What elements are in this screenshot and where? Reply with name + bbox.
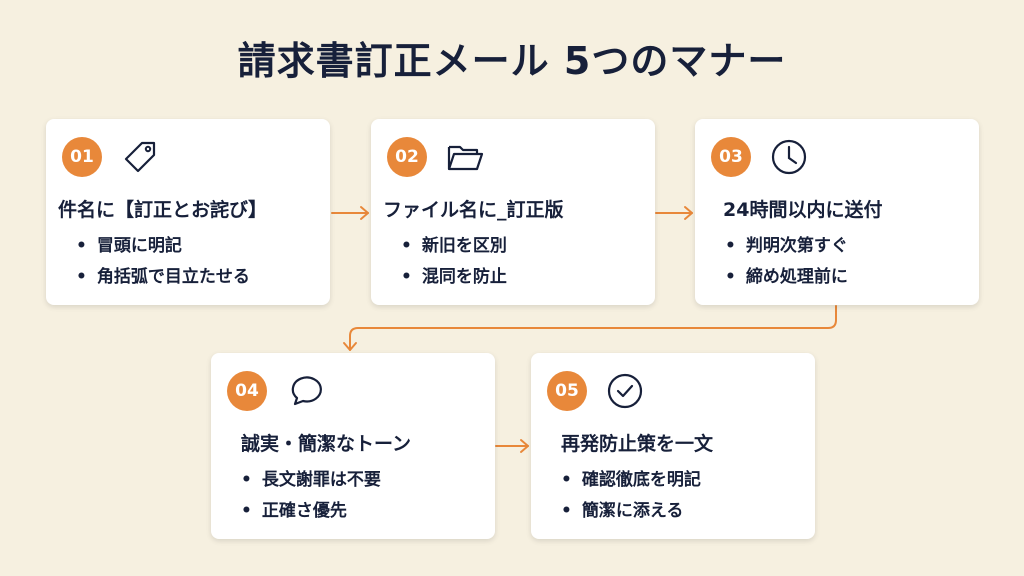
step-bullet: 冒頭に明記: [76, 231, 250, 262]
step-title: 件名に【訂正とお詫び】: [58, 199, 268, 221]
step-bullet: 判明次第すぐ: [725, 231, 848, 262]
step-card-4: 04 誠実・簡潔なトーン 長文謝罪は不要正確さ優先: [211, 353, 495, 539]
step-number-badge: 01: [62, 137, 102, 177]
step-bullet: 角括弧で目立たせる: [76, 262, 250, 293]
step-card-1: 01 件名に【訂正とお詫び】 冒頭に明記角括弧で目立たせる: [46, 119, 330, 305]
step-number-badge: 02: [387, 137, 427, 177]
arrow-4-5: [495, 439, 529, 453]
speech-bubble-icon: [291, 376, 322, 406]
step-card-2: 02 ファイル名に_訂正版 新旧を区別混同を防止: [371, 119, 655, 305]
step-bullet: 新旧を区別: [401, 231, 507, 262]
arrow-1-2: [331, 206, 369, 220]
step-bullet: 締め処理前に: [725, 262, 848, 293]
folder-icon: [447, 145, 484, 171]
check-circle-icon: [607, 373, 643, 409]
step-title: ファイル名に_訂正版: [383, 199, 564, 221]
step-number-badge: 05: [547, 371, 587, 411]
tag-icon: [124, 141, 156, 173]
step-bullet: 確認徹底を明記: [561, 465, 701, 496]
step-title: 24時間以内に送付: [723, 199, 883, 221]
step-number-badge: 04: [227, 371, 267, 411]
page-title: 請求書訂正メール 5つのマナー: [237, 39, 787, 83]
arrow-3-4: [343, 305, 837, 351]
step-title: 再発防止策を一文: [561, 433, 714, 455]
step-number-badge: 03: [711, 137, 751, 177]
step-title: 誠実・簡潔なトーン: [241, 433, 412, 455]
step-card-5: 05 再発防止策を一文 確認徹底を明記簡潔に添える: [531, 353, 815, 539]
step-card-3: 03 24時間以内に送付 判明次第すぐ締め処理前に: [695, 119, 979, 305]
arrow-2-3: [655, 206, 693, 220]
step-bullet: 長文謝罪は不要: [241, 465, 381, 496]
step-bullet: 簡潔に添える: [561, 496, 701, 527]
step-bullet: 正確さ優先: [241, 496, 381, 527]
clock-icon: [771, 139, 807, 175]
step-bullet: 混同を防止: [401, 262, 507, 293]
